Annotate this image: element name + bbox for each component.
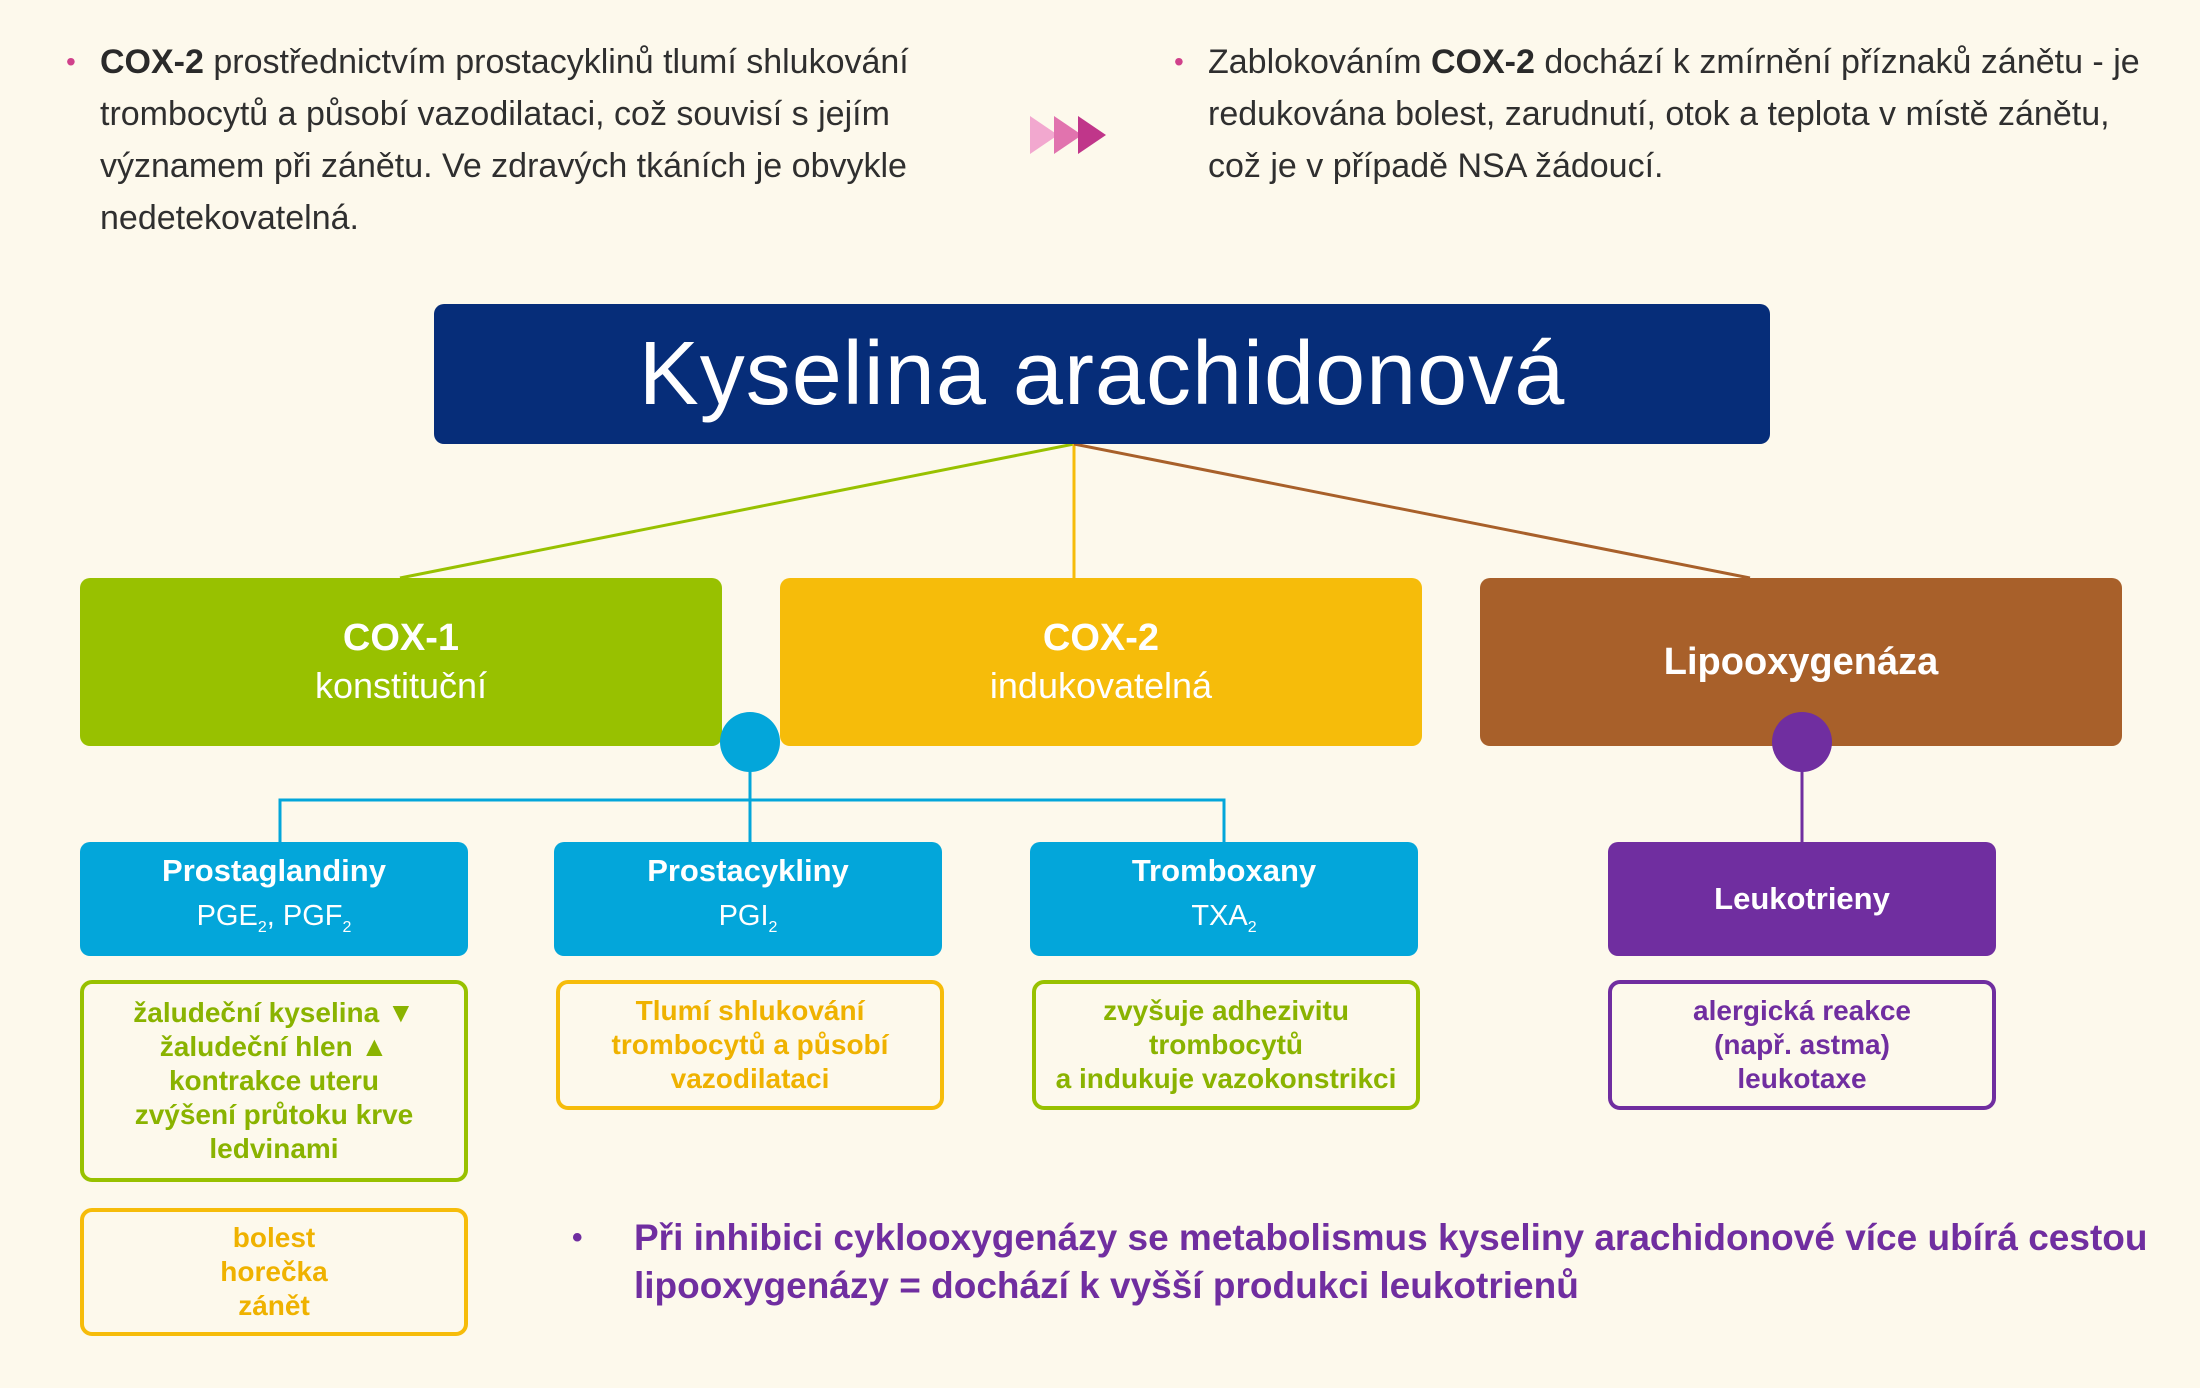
product-prostaglandiny: Prostaglandiny PGE2, PGF2 bbox=[80, 842, 468, 956]
triple-arrow-icon bbox=[1030, 116, 1106, 154]
effect-line: ledvinami bbox=[209, 1133, 339, 1164]
effect-prostacykliny: Tlumí shlukování trombocytů a působí vaz… bbox=[556, 980, 944, 1110]
effect-line: leukotaxe bbox=[1737, 1063, 1867, 1094]
enzyme-cox2: COX-2 indukovatelná bbox=[780, 578, 1422, 746]
junction-dot-cox bbox=[720, 712, 780, 772]
intro-left-text: prostřednictvím prostacyklinů tlumí shlu… bbox=[100, 43, 909, 237]
enzyme-cox1: COX-1 konstituční bbox=[80, 578, 722, 746]
junction-dot-lox bbox=[1772, 712, 1832, 772]
effect-line: bolest bbox=[232, 1222, 316, 1253]
effect-line: Tlumí shlukování bbox=[635, 995, 865, 1026]
product-prostacykliny-name: Prostacykliny bbox=[647, 853, 849, 889]
effect-line: zánět bbox=[238, 1290, 310, 1321]
title-box: Kyselina arachidonová bbox=[434, 304, 1770, 444]
bullet-icon: • bbox=[572, 1221, 583, 1254]
conclusion-text: Při inhibici cyklooxygenázy se metabolis… bbox=[634, 1217, 2148, 1306]
connector-title-lox bbox=[1073, 442, 1751, 580]
effect-line: zvyšuje adhezivitu bbox=[1103, 995, 1349, 1026]
page-title: Kyselina arachidonová bbox=[638, 323, 1566, 424]
product-prostaglandiny-sub: PGE2, PGF2 bbox=[196, 900, 352, 936]
product-tromboxany-name: Tromboxany bbox=[1131, 853, 1317, 889]
effect-line: a indukuje vazokonstrikci bbox=[1055, 1063, 1397, 1094]
product-prostacykliny: Prostacykliny PGI2 bbox=[554, 842, 942, 956]
enzyme-cox1-name: COX-1 bbox=[342, 617, 460, 659]
intro-right: • Zablokováním COX-2 dochází k zmírnění … bbox=[1174, 36, 2148, 192]
intro-left-bold: COX-2 bbox=[100, 43, 204, 81]
connector-title-cox1 bbox=[399, 442, 1075, 580]
effect-line: vazodilataci bbox=[670, 1063, 830, 1094]
bullet-icon: • bbox=[1174, 46, 1184, 77]
connector-products-branch bbox=[278, 798, 1226, 842]
product-tromboxany-sub: TXA2 bbox=[1191, 900, 1257, 936]
intro-right-bold: COX-2 bbox=[1431, 43, 1535, 81]
effect-line: žaludeční kyselina ▼ bbox=[133, 997, 415, 1028]
product-prostacykliny-sub: PGI2 bbox=[718, 900, 778, 936]
effect-line: žaludeční hlen ▲ bbox=[159, 1031, 389, 1062]
enzyme-cox2-sub: indukovatelná bbox=[989, 665, 1213, 706]
effect-line: (např. astma) bbox=[1714, 1029, 1890, 1060]
intro-right-after: dochází k zmírnění příznaků zánětu - je … bbox=[1208, 43, 2140, 185]
bullet-icon: • bbox=[66, 46, 76, 77]
enzyme-cox2-name: COX-2 bbox=[1042, 617, 1160, 659]
product-leukotrieny: Leukotrieny bbox=[1608, 842, 1996, 956]
effect-line: zvýšení průtoku krve bbox=[134, 1099, 414, 1130]
product-tromboxany: Tromboxany TXA2 bbox=[1030, 842, 1418, 956]
effect-line: trombocytů a působí bbox=[611, 1029, 889, 1060]
effect-prostaglandiny-physiological: žaludeční kyselina ▼ žaludeční hlen ▲ ko… bbox=[80, 980, 468, 1182]
enzyme-lox-name: Lipooxygenáza bbox=[1663, 641, 1939, 683]
enzyme-cox1-sub: konstituční bbox=[314, 665, 488, 706]
effect-prostaglandiny-inflammatory: bolest horečka zánět bbox=[80, 1208, 468, 1336]
effect-line: horečka bbox=[220, 1256, 328, 1287]
effect-tromboxany: zvyšuje adhezivitu trombocytů a indukuje… bbox=[1032, 980, 1420, 1110]
intro-left: • COX-2 prostřednictvím prostacyklinů tl… bbox=[66, 36, 1020, 244]
product-leukotrieny-name: Leukotrieny bbox=[1714, 881, 1890, 916]
effect-line: alergická reakce bbox=[1693, 995, 1911, 1026]
effect-line: trombocytů bbox=[1149, 1029, 1303, 1060]
conclusion: • Při inhibici cyklooxygenázy se metabol… bbox=[572, 1214, 2154, 1310]
intro-right-before: Zablokováním bbox=[1208, 43, 1431, 81]
effect-line: kontrakce uteru bbox=[168, 1065, 380, 1096]
product-prostaglandiny-name: Prostaglandiny bbox=[162, 853, 386, 889]
effect-leukotrieny: alergická reakce (např. astma) leukotaxe bbox=[1608, 980, 1996, 1110]
